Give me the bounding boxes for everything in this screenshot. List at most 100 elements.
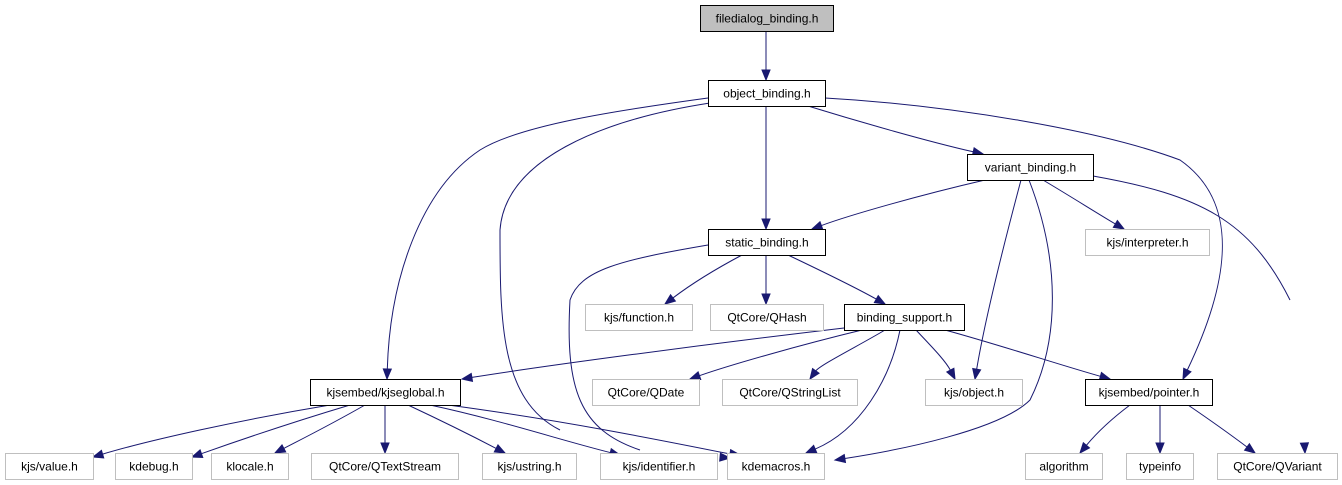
node-label: QtCore/QDate — [608, 386, 685, 400]
arrowhead-icon — [380, 442, 390, 455]
edge-variant-binding-to-qt-qvariant — [1092, 175, 1310, 455]
edge-object-binding-to-pointer — [824, 97, 1223, 381]
arrowhead-icon — [761, 218, 771, 231]
edge-line — [429, 404, 611, 454]
edge-line — [976, 179, 1022, 370]
node-qt-qdate: QtCore/QDate — [592, 379, 700, 406]
arrowhead-icon — [972, 367, 982, 381]
edge-binding-support-to-kjseglobal — [460, 327, 845, 383]
edge-line — [386, 97, 709, 370]
arrowhead-icon — [804, 444, 818, 454]
node-kdebug: kdebug.h — [115, 453, 193, 480]
edge-variant-binding-to-static-binding — [810, 179, 986, 230]
node-object-binding[interactable]: object_binding.h — [708, 80, 826, 107]
edge-filedialog-binding-to-object-binding — [761, 31, 771, 82]
arrowhead-icon — [460, 372, 474, 383]
arrowhead-icon — [945, 367, 956, 381]
node-box — [115, 453, 193, 480]
node-label: kjs/identifier.h — [623, 460, 696, 474]
arrowhead-icon — [1182, 367, 1192, 381]
node-label: kjsembed/kjseglobal.h — [326, 386, 444, 400]
edge-binding-support-to-pointer — [944, 329, 1112, 381]
node-variant-binding[interactable]: variant_binding.h — [967, 154, 1094, 181]
node-label: binding_support.h — [857, 311, 952, 325]
edge-binding-support-to-kjs-object — [915, 329, 956, 381]
node-kjseglobal[interactable]: kjsembed/kjseglobal.h — [310, 379, 461, 406]
edge-binding-support-to-qt-qstringlist — [809, 329, 886, 381]
node-label: kdebug.h — [129, 460, 178, 474]
node-box — [5, 453, 94, 480]
node-qt-qstringlist: QtCore/QStringList — [722, 379, 858, 406]
edge-line — [672, 254, 743, 299]
edge-pointer-to-qt-qvariant — [1187, 404, 1257, 454]
node-label: kdemacros.h — [742, 460, 811, 474]
edge-line — [1187, 404, 1248, 448]
edge-line — [821, 179, 986, 227]
edge-line — [915, 329, 951, 371]
node-box — [708, 80, 826, 107]
arrowhead-icon — [761, 69, 771, 82]
arrowhead-icon — [273, 443, 287, 454]
edge-line — [283, 404, 366, 449]
edge-static-binding-to-kjs-function — [663, 254, 743, 305]
edge-line — [787, 254, 877, 300]
edge-variant-binding-to-kdemacros — [833, 179, 1053, 464]
arrowhead-icon — [1079, 441, 1091, 455]
node-label: object_binding.h — [723, 87, 810, 101]
edge-static-binding-to-binding-support — [787, 254, 887, 305]
edge-object-binding-to-kjseglobal — [382, 97, 709, 381]
node-label: kjs/object.h — [944, 386, 1004, 400]
node-box — [1085, 229, 1210, 256]
nodes-layer: filedialog_binding.h object_binding.hvari… — [5, 5, 1338, 480]
edge-variant-binding-to-kjs-interpreter — [1042, 179, 1126, 230]
node-algorithm: algorithm — [1025, 453, 1103, 480]
node-box — [1025, 453, 1103, 480]
node-binding-support[interactable]: binding_support.h — [844, 304, 965, 331]
edge-line — [1042, 179, 1116, 225]
node-label: typeinfo — [1139, 460, 1181, 474]
node-box — [708, 229, 826, 256]
node-filedialog-binding[interactable]: filedialog_binding.h — [700, 5, 834, 32]
edge-line — [471, 327, 845, 378]
node-box — [1085, 379, 1213, 406]
node-label: QtCore/QTextStream — [329, 460, 441, 474]
edge-object-binding-to-static-binding — [761, 106, 771, 231]
node-label: kjs/function.h — [604, 311, 674, 325]
edge-object-binding-to-variant-binding — [807, 105, 985, 157]
node-box — [1217, 453, 1338, 480]
arrowhead-icon — [833, 453, 847, 464]
node-box — [727, 453, 825, 480]
node-label: variant_binding.h — [985, 161, 1076, 175]
node-label: QtCore/QStringList — [739, 386, 841, 400]
node-box — [844, 304, 965, 331]
node-label: filedialog_binding.h — [716, 12, 819, 26]
node-label: klocale.h — [226, 460, 273, 474]
node-box — [925, 379, 1023, 406]
node-label: kjs/interpreter.h — [1106, 236, 1188, 250]
edge-line — [568, 244, 709, 451]
node-static-binding[interactable]: static_binding.h — [708, 229, 826, 256]
arrowhead-icon — [1299, 442, 1310, 455]
node-kjs-identifier: kjs/identifier.h — [600, 453, 718, 480]
node-box — [482, 453, 577, 480]
node-kjs-value: kjs/value.h — [5, 453, 94, 480]
node-kjs-ustring: kjs/ustring.h — [482, 453, 577, 480]
edge-line — [1086, 404, 1131, 446]
node-box — [310, 379, 461, 406]
node-label: kjs/value.h — [21, 460, 78, 474]
node-qt-qtextstream: QtCore/QTextStream — [311, 453, 459, 480]
node-box — [211, 453, 289, 480]
arrowhead-icon — [1112, 219, 1126, 230]
node-kdemacros: kdemacros.h — [727, 453, 825, 480]
edge-line — [201, 404, 351, 455]
edge-kjseglobal-to-kdebug — [190, 404, 351, 458]
node-box — [585, 304, 693, 331]
node-box — [710, 304, 824, 331]
edge-line — [815, 329, 901, 450]
node-pointer[interactable]: kjsembed/pointer.h — [1085, 379, 1213, 406]
edge-line — [807, 105, 974, 153]
edge-line — [447, 404, 731, 455]
node-box — [722, 379, 858, 406]
edge-variant-binding-to-kjs-object — [972, 179, 1022, 381]
arrowhead-icon — [688, 371, 702, 381]
